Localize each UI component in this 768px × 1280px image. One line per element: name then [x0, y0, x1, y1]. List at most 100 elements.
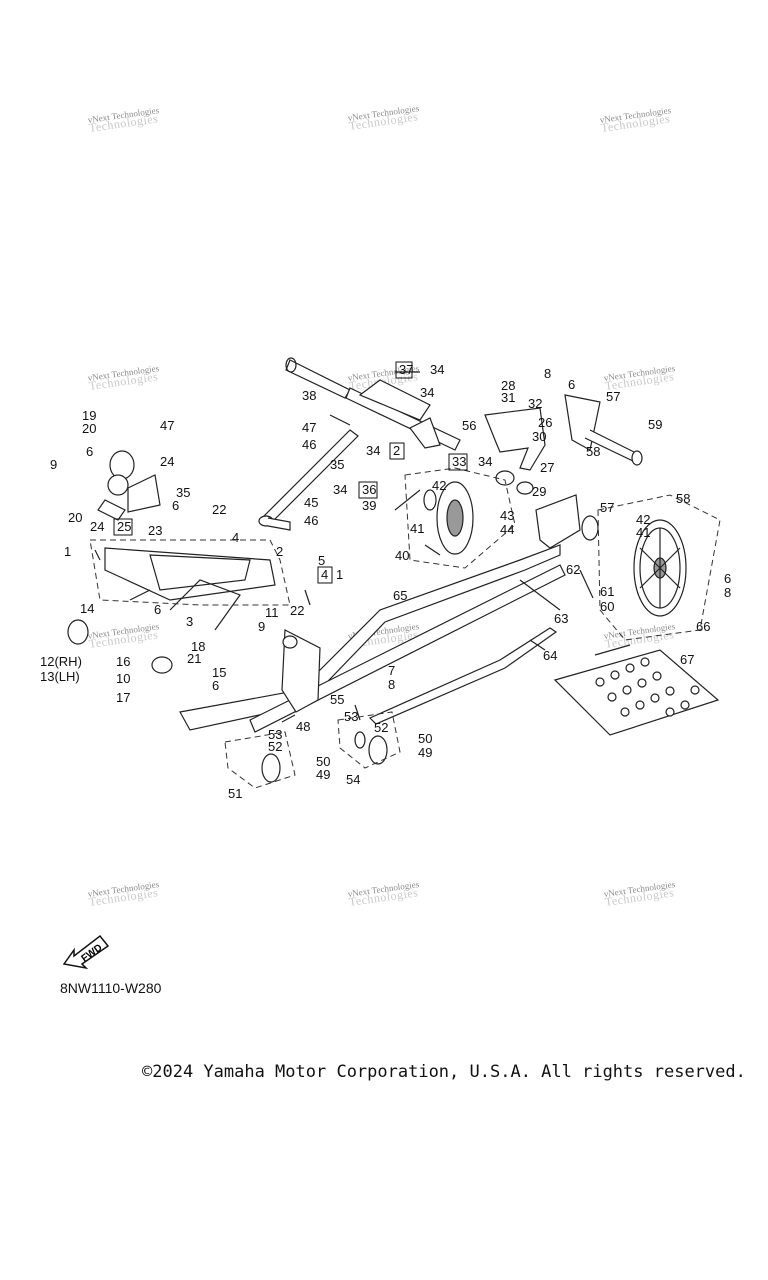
part-label: 49 — [418, 745, 432, 760]
part-label: 57 — [600, 500, 614, 515]
part-label: 23 — [148, 523, 162, 538]
part-label: 56 — [462, 418, 476, 433]
part-label: 6 — [86, 444, 93, 459]
part-label: 9 — [50, 457, 57, 472]
part-label: 10 — [116, 671, 130, 686]
part-label: 57 — [606, 389, 620, 404]
fwd-arrow-icon: FWD — [60, 930, 112, 975]
part-label: 1 — [336, 567, 343, 582]
part-label: 46 — [302, 437, 316, 452]
part-label: 42 — [432, 478, 446, 493]
part-label: 38 — [302, 388, 316, 403]
part-label: 30 — [532, 429, 546, 444]
part-label: 64 — [543, 648, 557, 663]
part-label: 50 — [316, 754, 330, 769]
part-label: 20 — [82, 421, 96, 436]
part-label: 5 — [318, 553, 325, 568]
part-label: 60 — [600, 599, 614, 614]
part-label: 51 — [228, 786, 242, 801]
part-label: 65 — [393, 588, 407, 603]
part-label: 36 — [362, 482, 376, 497]
part-label: 58 — [586, 444, 600, 459]
part-label: 17 — [116, 690, 130, 705]
part-label: 52 — [374, 720, 388, 735]
part-label: 63 — [554, 611, 568, 626]
part-label: 1 — [64, 544, 71, 559]
part-label: 35 — [330, 457, 344, 472]
part-label: 4 — [232, 530, 239, 545]
part-label: 41 — [410, 521, 424, 536]
part-label: 14 — [80, 601, 94, 616]
part-label: 29 — [532, 484, 546, 499]
part-label: 40 — [395, 548, 409, 563]
copyright-notice: ©2024 Yamaha Motor Corporation, U.S.A. A… — [142, 1062, 746, 1082]
part-label: 34 — [366, 443, 380, 458]
part-label: 4 — [321, 567, 328, 582]
part-label: 50 — [418, 731, 432, 746]
part-label: 35 — [176, 485, 190, 500]
part-label: 67 — [680, 652, 694, 667]
part-label: 59 — [648, 417, 662, 432]
part-label: 42 — [636, 512, 650, 527]
part-label: 2 — [276, 544, 283, 559]
part-label: 20 — [68, 510, 82, 525]
part-label: 24 — [90, 519, 104, 534]
part-label: 43 — [500, 508, 514, 523]
part-label: 6 — [568, 377, 575, 392]
part-label: 24 — [160, 454, 174, 469]
part-label: 34 — [478, 454, 492, 469]
part-label: 55 — [330, 692, 344, 707]
part-label: 41 — [636, 525, 650, 540]
part-label: 6 — [172, 498, 179, 513]
part-label: 61 — [600, 584, 614, 599]
part-label: 47 — [302, 420, 316, 435]
part-label: 54 — [346, 772, 360, 787]
part-label: 49 — [316, 767, 330, 782]
part-label: 27 — [540, 460, 554, 475]
part-label: 32 — [528, 396, 542, 411]
part-label: 6 — [154, 602, 161, 617]
part-label: 25 — [117, 519, 131, 534]
part-label: 39 — [362, 498, 376, 513]
part-label: 33 — [452, 454, 466, 469]
part-label: 16 — [116, 654, 130, 669]
part-label: 8 — [724, 585, 731, 600]
part-label: 34 — [420, 385, 434, 400]
part-label: 15 — [212, 665, 226, 680]
part-label: 62 — [566, 562, 580, 577]
part-label: 22 — [212, 502, 226, 517]
part-label: 22 — [290, 603, 304, 618]
part-label: 7 — [388, 663, 395, 678]
part-label: 66 — [696, 619, 710, 634]
part-label: 13(LH) — [40, 669, 80, 684]
part-label: 44 — [500, 522, 514, 537]
part-label: 9 — [258, 619, 265, 634]
part-label: 31 — [501, 390, 515, 405]
part-label: 11 — [265, 605, 279, 620]
part-label: 53 — [344, 709, 358, 724]
part-label: 2 — [393, 443, 400, 458]
part-label: 45 — [304, 495, 318, 510]
part-label: 58 — [676, 491, 690, 506]
part-label: 8 — [544, 366, 551, 381]
part-label: 53 — [268, 727, 282, 742]
part-label: 8 — [388, 677, 395, 692]
part-label: 12(RH) — [40, 654, 82, 669]
part-label: 26 — [538, 415, 552, 430]
part-label: 3 — [186, 614, 193, 629]
part-label: 52 — [268, 739, 282, 754]
part-label: 47 — [160, 418, 174, 433]
part-label: 6 — [724, 571, 731, 586]
part-label: 18 — [191, 639, 205, 654]
part-label: 34 — [430, 362, 444, 377]
part-label: 28 — [501, 378, 515, 393]
part-label: 19 — [82, 408, 96, 423]
part-label: 37 — [399, 362, 413, 377]
part-label: 21 — [187, 651, 201, 666]
part-label: 48 — [296, 719, 310, 734]
diagram-code: 8NW1110-W280 — [60, 980, 162, 996]
part-label: 46 — [304, 513, 318, 528]
part-label: 6 — [212, 678, 219, 693]
part-label: 34 — [333, 482, 347, 497]
